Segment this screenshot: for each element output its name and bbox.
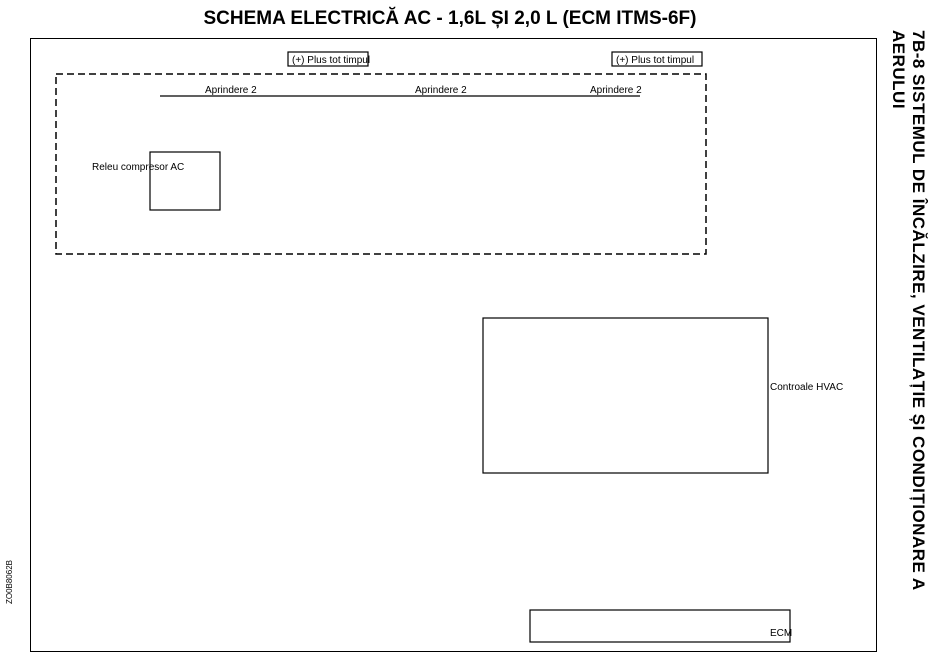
diagram-frame [30,38,877,652]
engine-fuse-block-outline [55,73,707,255]
hvac-control-box [482,317,769,474]
compressor-relay [149,151,221,211]
ecm-box [529,609,791,643]
ecm-label: ECM [770,628,792,639]
ign-mid-label: Aprindere 2 [415,85,467,96]
ign-right-label: Aprindere 2 [590,85,642,96]
diagram-title: SCHEMA ELECTRICĂ AC - 1,6L ȘI 2,0 L (ECM… [203,8,697,29]
plus-left-label: (+) Plus tot timpul [292,55,370,66]
hvac-label: Controale HVAC [770,382,843,393]
plus-right-box [611,51,703,67]
page-side-caption: 7B-8 SISTEMUL DE ÎNCĂLZIRE, VENTILAȚIE Ș… [889,30,928,591]
plus-right-label: (+) Plus tot timpul [616,55,694,66]
compressor-relay-label: Releu compresor AC [92,162,184,173]
plus-left-box [287,51,369,67]
ign-left-label: Aprindere 2 [205,85,257,96]
